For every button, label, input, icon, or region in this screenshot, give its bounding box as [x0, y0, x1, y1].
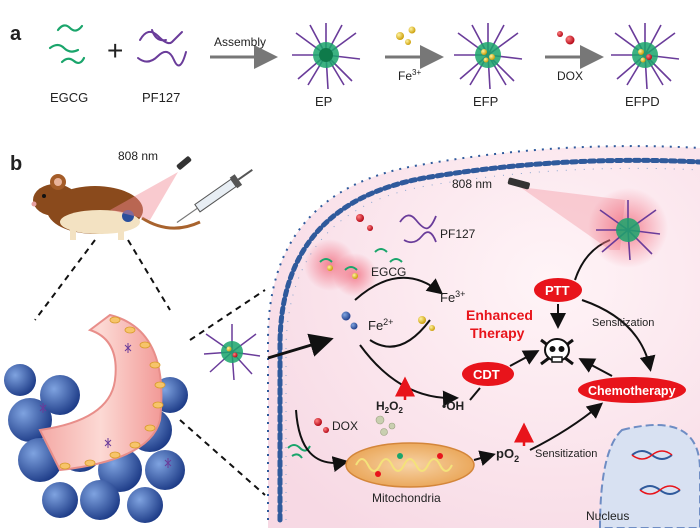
fe2-label: Fe2+	[368, 317, 393, 333]
nucleus-label: Nucleus	[586, 509, 629, 523]
nucleus-icon	[598, 424, 700, 528]
enhanced-therapy-line2: Therapy	[470, 325, 525, 341]
syringe-icon	[176, 168, 253, 224]
dox-molecule-icon	[557, 31, 563, 37]
plus-sign: +	[107, 35, 123, 66]
pf127-cell-label: PF127	[440, 227, 476, 241]
laser-beam	[110, 172, 178, 220]
dox-molecule-icon	[565, 35, 575, 45]
efpd-target-icon	[596, 200, 661, 261]
zoom-line	[189, 289, 266, 341]
h2o2-molecules	[375, 415, 396, 436]
chemo-arrow	[578, 358, 613, 377]
fe-ion-icon	[405, 39, 411, 45]
dox-molecule-icon	[367, 225, 373, 231]
dox-label-a: DOX	[557, 69, 583, 83]
cdt-label: CDT	[473, 367, 500, 382]
chemotherapy-badge	[578, 377, 686, 403]
fe2-ion-icon	[341, 311, 351, 321]
ptt-label: PTT	[545, 283, 570, 298]
fe2-ion-icon	[350, 322, 358, 330]
cdt-arrow	[509, 350, 540, 367]
fe3-ion-icon	[418, 316, 426, 324]
sensitization-arrow-bottom	[529, 402, 604, 451]
laser-device-icon	[176, 156, 192, 170]
fe3-label: Fe3+	[398, 68, 421, 83]
egcg-strands-icon	[48, 24, 86, 65]
ptt-badge	[534, 278, 582, 302]
po2-label: pO2	[496, 446, 519, 464]
cdt-badge	[462, 362, 514, 386]
blood-vessel-icon	[38, 313, 163, 472]
dna-helix-icon	[631, 450, 681, 495]
mitochondria-icon	[345, 442, 475, 488]
pf127-strands-icon	[137, 29, 187, 67]
fe-reduction-arrow	[354, 276, 444, 301]
mitochondria-cristae	[355, 458, 453, 472]
assembly-label: Assembly	[214, 35, 266, 49]
efpd-micelle-icon	[611, 23, 680, 90]
vessel-cells	[59, 316, 166, 470]
laser-mouse-label: 808 nm	[118, 149, 158, 163]
zoom-line	[179, 419, 266, 496]
dox-cell-label: DOX	[332, 419, 358, 433]
efpd-label: EFPD	[625, 94, 660, 109]
enhanced-therapy-line1: Enhanced	[466, 307, 533, 323]
panel-a-label: a	[10, 23, 22, 45]
fe3-cell-label: Fe3+	[440, 289, 465, 305]
uptake-arrow	[267, 333, 334, 360]
fe-ion-icon	[396, 32, 404, 40]
hydroxyl-radical-label: •OH	[442, 399, 464, 413]
fe-oxidation-arrow	[369, 319, 431, 348]
efpd-nanoparticle-icon	[203, 324, 261, 381]
h2o2-label: H2O2	[376, 399, 403, 415]
dox-molecule-icon	[323, 427, 329, 433]
zoom-line	[34, 239, 96, 321]
oh-to-cdt-line	[469, 387, 481, 401]
dox-to-mito-arrow	[295, 409, 349, 472]
pf127-release-icon	[399, 214, 437, 244]
mouse-icon	[31, 174, 201, 240]
efp-label: EFP	[473, 94, 498, 109]
sensitization-bottom-label: Sensitization	[535, 448, 597, 460]
egcg-label: EGCG	[50, 90, 88, 105]
sensitization-arrow-top	[581, 299, 656, 372]
fe3-ion-icon	[429, 325, 435, 331]
egcg-release-icon	[319, 248, 403, 271]
efp-micelle-icon	[454, 23, 523, 90]
nanoparticle-icon	[39, 343, 172, 468]
cell-membrane	[277, 157, 700, 523]
laser-device-icon	[507, 177, 530, 190]
skull-icon	[540, 338, 574, 366]
zoom-line	[127, 239, 171, 311]
ep-micelle-icon	[292, 23, 361, 90]
panel-b-label: b	[10, 153, 22, 175]
dox-molecule-icon	[314, 418, 322, 426]
dox-molecule-icon	[356, 214, 364, 222]
fe-ion-icon	[408, 26, 416, 34]
mito-to-po2-arrow	[473, 450, 496, 466]
egcg-cell-label: EGCG	[371, 265, 406, 279]
laser-cell-label: 808 nm	[452, 177, 492, 191]
mitochondria-label: Mitochondria	[372, 491, 441, 505]
chemotherapy-label: Chemotherapy	[588, 384, 676, 398]
ep-label: EP	[315, 94, 332, 109]
sensitization-top-label: Sensitization	[592, 317, 654, 329]
pf127-label: PF127	[142, 90, 180, 105]
